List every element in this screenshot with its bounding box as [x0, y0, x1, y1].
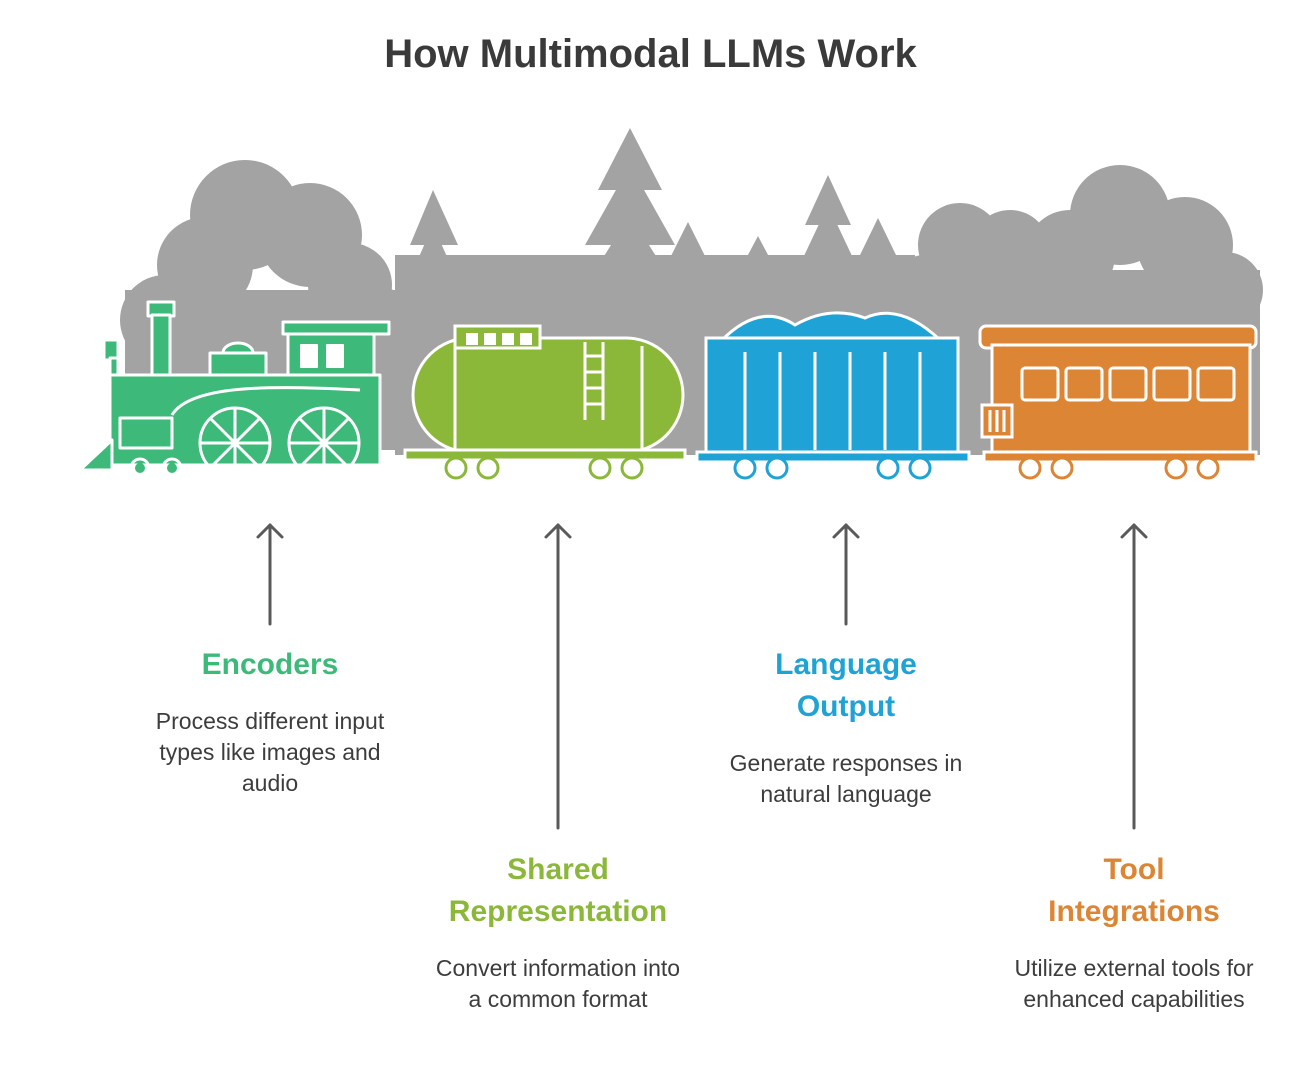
passenger-car-icon	[978, 324, 1258, 480]
stage-label-encoders: Encoders	[201, 648, 339, 681]
page-title: How Multimodal LLMs Work	[384, 32, 917, 76]
arrow-up-icon	[1120, 523, 1148, 830]
stage-label-tool-integrations: Tool Integrations	[1048, 853, 1220, 928]
locomotive-icon	[78, 300, 391, 480]
arrow-up-icon	[544, 523, 572, 830]
stage-label-shared-representation: Shared Representation	[448, 853, 668, 928]
arrow-up-icon	[832, 523, 860, 626]
stage-description-tool-integrations: Utilize external tools for enhanced capa…	[1014, 955, 1254, 1012]
stage-label-language-output: Language Output	[775, 648, 917, 723]
stage-description-encoders: Process different input types like image…	[155, 708, 385, 796]
tank-car-icon	[403, 324, 687, 480]
hopper-car-icon	[695, 311, 971, 480]
stage-description-shared-representation: Convert information into a common format	[435, 955, 681, 1012]
arrow-up-icon	[256, 523, 284, 626]
stage-description-language-output: Generate responses in natural language	[729, 750, 963, 807]
